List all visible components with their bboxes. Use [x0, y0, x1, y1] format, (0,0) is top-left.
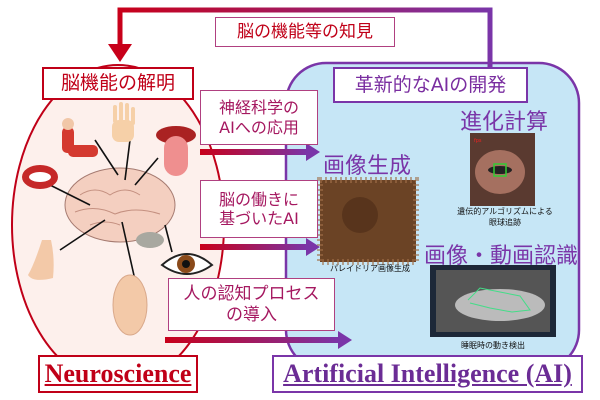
topic-title-image-generation: 画像生成 [323, 154, 412, 179]
link-line: 脳の働きに [218, 189, 299, 209]
link-line: 神経科学の [218, 98, 299, 118]
brain-illustration [64, 167, 176, 248]
link-label-brain-based-ai: 脳の働きに基づいたAI [200, 180, 318, 238]
caption-line: 遺伝的アルゴリズムによる [457, 207, 553, 216]
flow-arrow [165, 331, 352, 349]
link-line: AIへの応用 [219, 117, 299, 137]
link-line: 基づいたAI [219, 209, 299, 228]
topic-title-image-video-recognition: 画像・動画認識 [424, 244, 579, 269]
arm-icon [62, 118, 98, 157]
mouth-icon [22, 165, 58, 189]
feedback-arrowhead [108, 44, 132, 62]
link-line: 人の認知プロセス [183, 284, 320, 305]
flow-arrow [200, 238, 320, 256]
link-label-cognitive-process: 人の認知プロセスの導入 [168, 278, 335, 331]
topic-caption: 遺伝的アルゴリズムによる眼球追跡 [435, 207, 575, 229]
topic-caption: 睡眠時の動き検出 [461, 341, 525, 350]
sense-arrows [49, 139, 173, 281]
caption-line: 眼球追跡 [489, 217, 521, 227]
topic-caption: パレイドリア画像生成 [330, 264, 410, 273]
feedback-arrow [117, 7, 493, 70]
ai-heading: 革新的なAIの開発 [333, 67, 528, 103]
neuroscience-title: Neuroscience [38, 355, 198, 393]
ear-icon [112, 274, 148, 336]
svg-text:fps: fps [474, 138, 482, 144]
neuro-heading: 脳機能の解明 [42, 67, 194, 100]
link-line: の導入 [226, 304, 277, 325]
pareidolia-image [317, 177, 419, 265]
feedback-label: 脳の機能等の知見 [215, 17, 395, 47]
hand-icon [112, 102, 135, 142]
eye-tracking-image: fps [470, 133, 535, 206]
tongue-icon [156, 126, 196, 176]
eye-icon [160, 253, 214, 275]
sleep-detection-image [430, 265, 556, 337]
topic-title-evolutionary-computation: 進化計算 [460, 110, 549, 135]
nose-icon [28, 240, 54, 280]
ai-title: Artificial Intelligence (AI) [272, 355, 583, 393]
flow-arrow [200, 143, 320, 161]
